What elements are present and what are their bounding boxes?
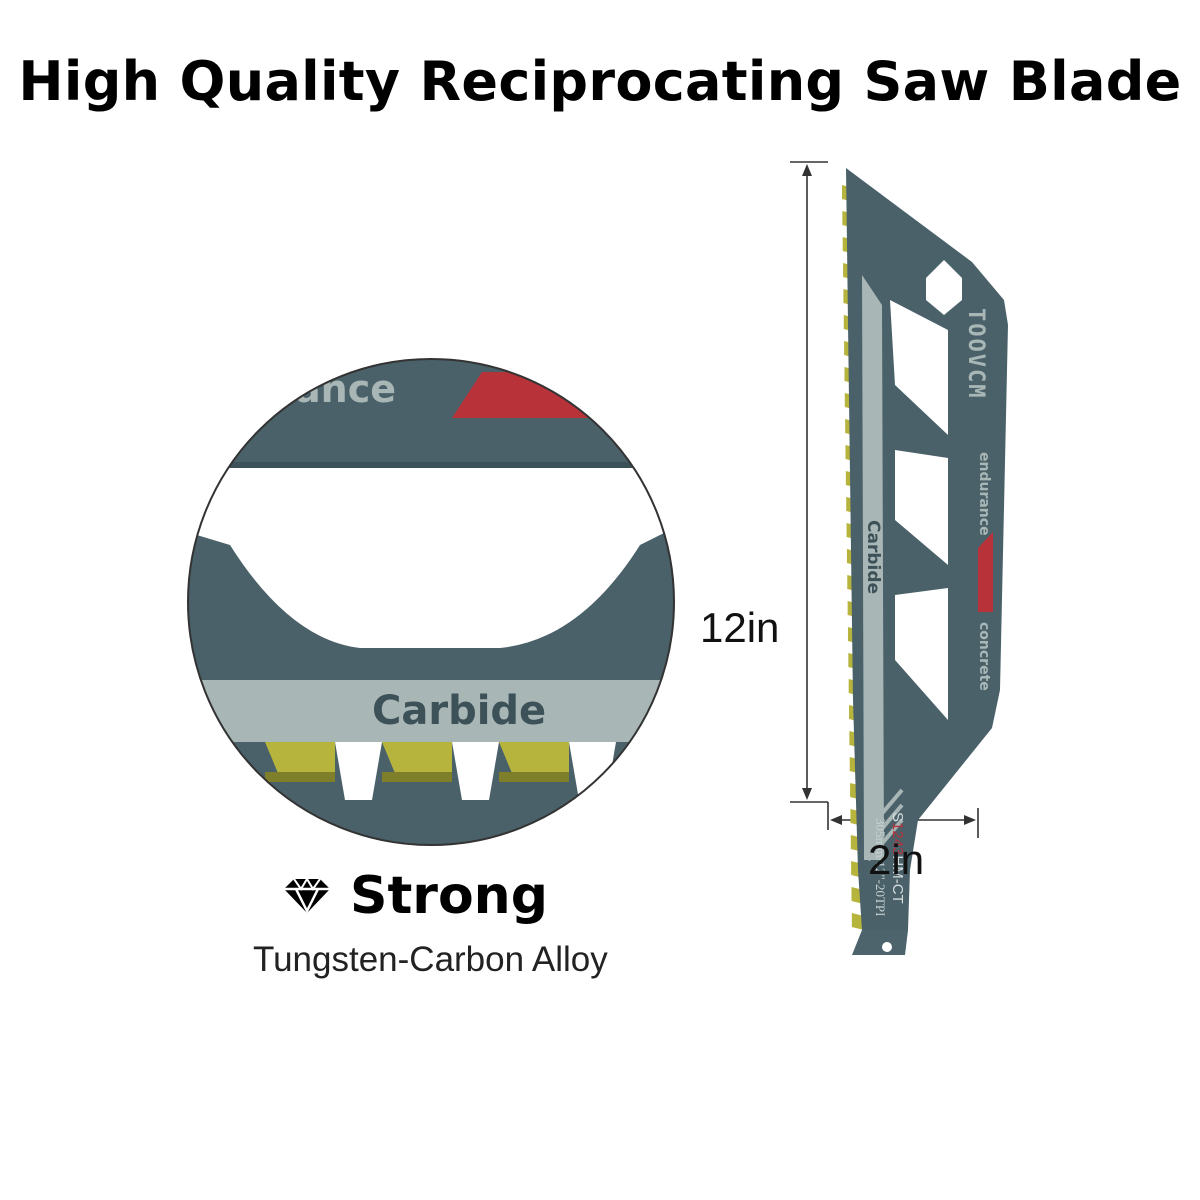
- zoom-circle-border: [187, 358, 675, 846]
- blade-window-3: [895, 588, 948, 720]
- zoom-band-label: Carbide: [372, 688, 546, 734]
- feature-heading: Strong: [282, 866, 548, 926]
- feature-subtitle: Tungsten-Carbon Alloy: [253, 940, 608, 979]
- blade-text-concrete: concrete: [976, 622, 992, 691]
- blade-brand: TOOVCM: [963, 308, 988, 399]
- zoom-teeth: [265, 742, 616, 800]
- hang-hole: [926, 260, 962, 315]
- saw-blade: Carbide TOOVCM endurance concrete S1243H…: [842, 168, 1008, 955]
- blade-model: S1243HM-CT: [889, 812, 906, 904]
- zoom-red-marker: [452, 372, 674, 418]
- feature-title: Strong: [350, 866, 548, 926]
- blade-spec: 305mm/12"-20TPI: [873, 818, 888, 916]
- blade-red-marker: [978, 532, 993, 612]
- blade-band: [862, 275, 884, 860]
- dimension-arrows: [802, 164, 976, 825]
- blade-text-endurance: endurance: [976, 452, 992, 536]
- zoom-band: [188, 680, 674, 742]
- length-label: 12in: [700, 604, 780, 651]
- blade-window-1: [890, 300, 948, 435]
- blade-band-label: Carbide: [863, 520, 883, 594]
- diamond-icon: [284, 877, 330, 914]
- page-title: High Quality Reciprocating Saw Blade: [18, 50, 1182, 113]
- blade-window-2: [895, 450, 948, 565]
- zoom-detail: ance Carbide: [188, 359, 674, 845]
- shank-hole: [882, 942, 892, 952]
- blade-body: [846, 168, 1008, 955]
- width-label: 2in: [868, 836, 925, 883]
- blade-stripes: [866, 788, 904, 862]
